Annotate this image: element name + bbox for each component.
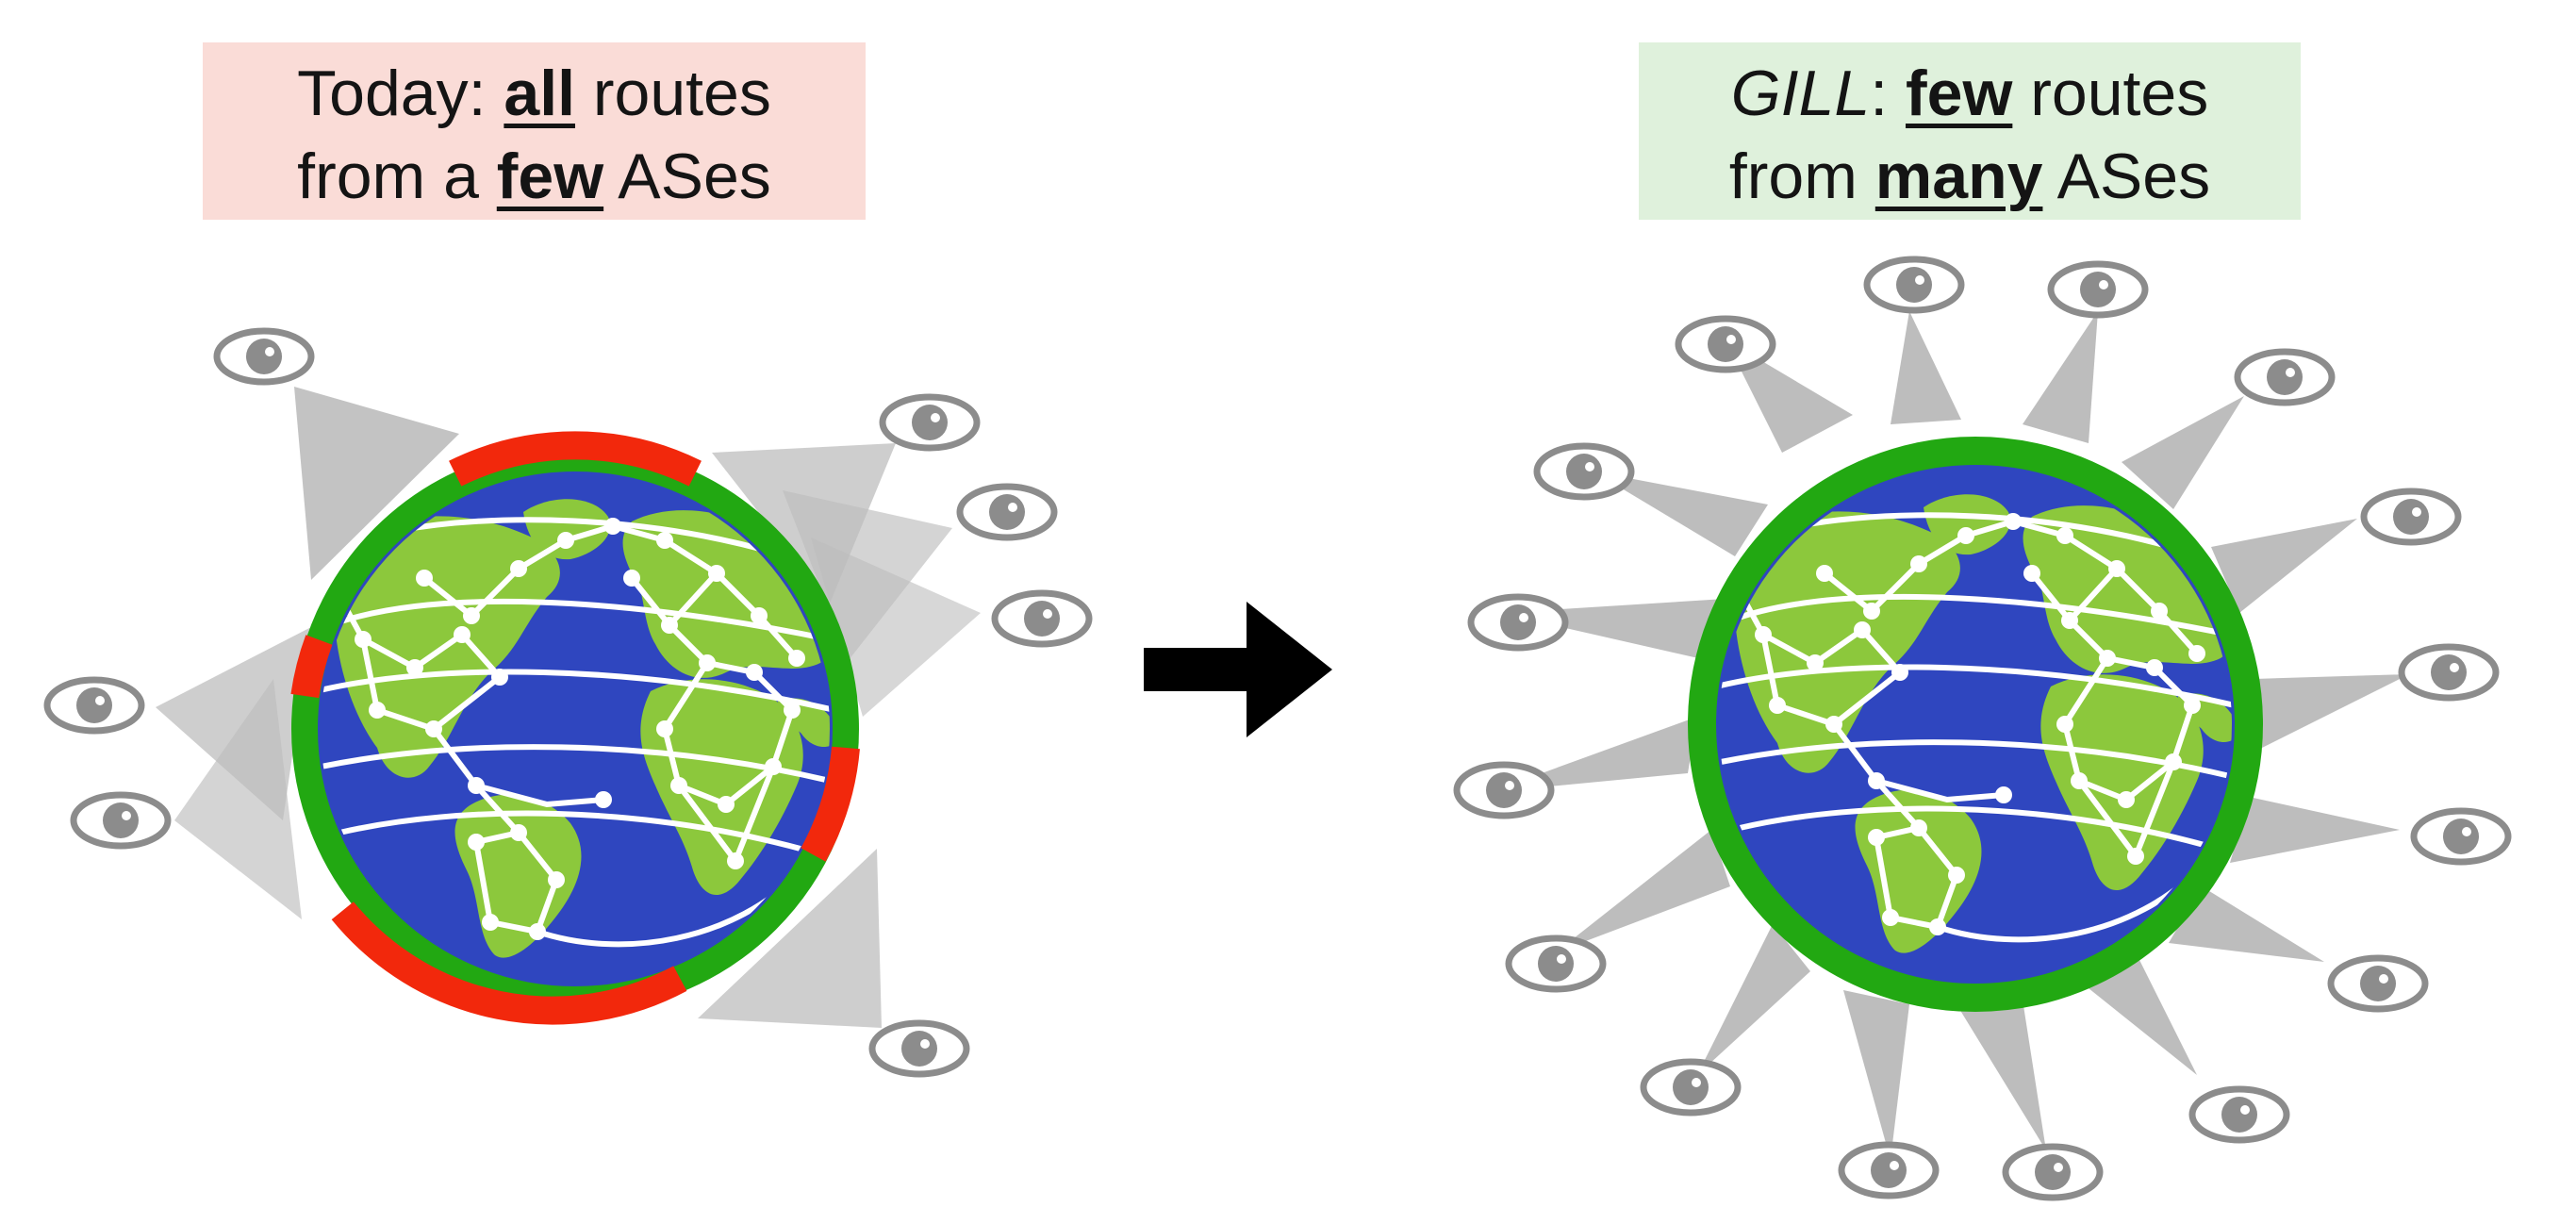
eye-icon	[217, 331, 311, 382]
eye-icon	[2051, 264, 2145, 315]
gill-caption: GILL: few routes from many ASes	[1639, 42, 2301, 220]
eye-icon	[74, 795, 168, 846]
gill-caption-line2: from many ASes	[1728, 141, 2211, 212]
today-caption: Today: all routes from a few ASes	[203, 42, 866, 220]
eye-icon	[883, 397, 977, 448]
today-ring-red-right	[801, 746, 860, 862]
eye-icon	[1537, 446, 1631, 497]
gill-globe	[1688, 437, 2263, 1012]
eye-icon	[1471, 597, 1565, 648]
eye-icon	[2006, 1147, 2100, 1198]
right-arrow-icon	[1144, 602, 1332, 737]
eye-icon	[2192, 1089, 2287, 1140]
eye-icon	[995, 593, 1089, 644]
eye-icon	[2402, 647, 2496, 698]
eye-icon	[1509, 938, 1603, 989]
today-ring-red-top	[449, 431, 702, 487]
today-ring-red-bottom	[331, 901, 687, 1025]
gill-ring-green	[1688, 437, 2263, 1012]
eye-icon	[960, 487, 1054, 538]
today-globe	[290, 431, 860, 1025]
eye-icon	[2414, 811, 2508, 862]
eye-icon	[2331, 958, 2425, 1009]
today-caption-line2: from a few ASes	[297, 141, 771, 212]
eye-icon	[2364, 491, 2458, 542]
today-caption-line1: Today: all routes	[297, 58, 771, 129]
eye-icon	[1457, 765, 1551, 816]
eye-icon	[1643, 1062, 1738, 1113]
eye-icon	[2237, 352, 2332, 403]
eye-icon	[1841, 1145, 1936, 1196]
eye-icon	[1867, 259, 1961, 310]
gill-caption-line1: GILL: few routes	[1730, 58, 2209, 129]
today-ring-red-left	[290, 635, 333, 699]
eye-icon	[872, 1023, 966, 1074]
eye-icon	[1678, 319, 1773, 370]
eye-icon	[47, 680, 141, 731]
today-beams	[156, 387, 981, 1028]
